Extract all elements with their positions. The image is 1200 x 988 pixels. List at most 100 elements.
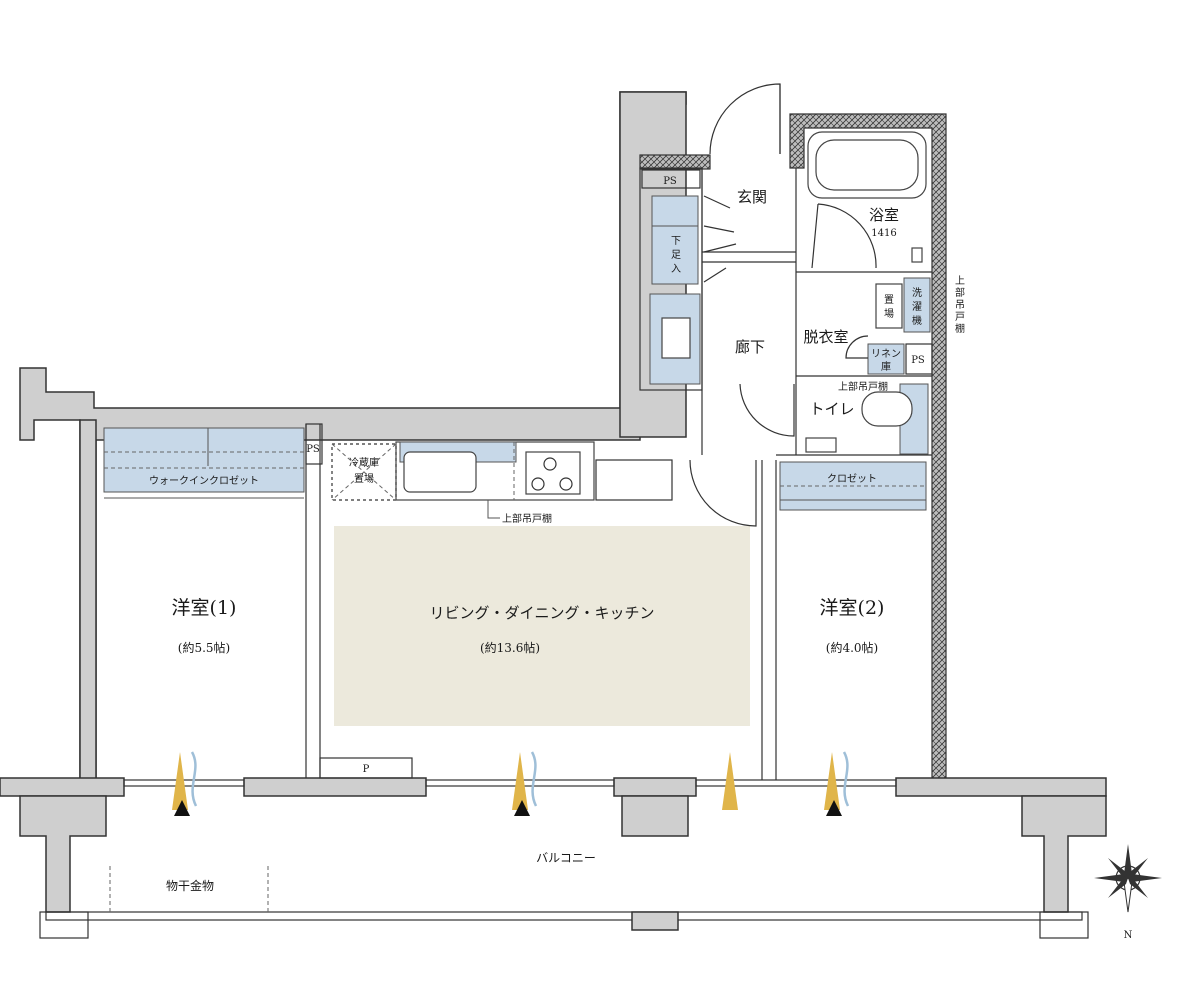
shoe-box-top bbox=[651, 195, 699, 227]
upper-cabinet-v4: 戸 bbox=[955, 311, 965, 323]
upper-cabinet-v3: 吊 bbox=[955, 299, 965, 311]
toilet-bowl-icon bbox=[861, 391, 913, 427]
dressing-label: 脱衣室 bbox=[803, 328, 848, 346]
washer-place bbox=[875, 283, 903, 329]
balcony-railing bbox=[45, 911, 1083, 921]
fridge-place bbox=[331, 443, 397, 501]
entrance-door bbox=[709, 83, 781, 155]
p-label: P bbox=[363, 764, 370, 775]
windows bbox=[123, 779, 897, 787]
shoe-box-label-1: 下 bbox=[671, 236, 681, 247]
room2-name: 洋室(2) bbox=[820, 597, 885, 619]
balcony-label: バルコニー bbox=[536, 851, 596, 865]
labels: リビング・ダイニング・キッチン (約13.6帖) 洋室(1) (約5.5帖) 洋… bbox=[149, 176, 1133, 941]
south-wall-3 bbox=[613, 777, 697, 797]
west-wall bbox=[79, 419, 97, 781]
room2-size: (約4.0帖) bbox=[826, 640, 878, 655]
ps-label-entrance: PS bbox=[663, 176, 677, 187]
corridor-opening bbox=[595, 459, 673, 501]
toilet-label: トイレ bbox=[809, 400, 854, 418]
walls bbox=[0, 91, 1107, 939]
ldk-name: リビング・ダイニング・キッチン bbox=[429, 604, 654, 622]
balcony-column-left bbox=[19, 795, 107, 913]
compass-icon bbox=[1094, 844, 1162, 913]
bath-faucet bbox=[911, 247, 923, 263]
entrance-wall bbox=[639, 154, 711, 170]
bathtub-inner bbox=[815, 139, 919, 191]
upper-cabinet-toilet-label: 上部吊戸棚 bbox=[838, 380, 888, 393]
ldk-floor-area bbox=[334, 526, 750, 726]
shoe-box-doors bbox=[703, 195, 737, 283]
washer-storage bbox=[903, 277, 931, 333]
upper-cabinet-v1: 上 bbox=[955, 275, 965, 287]
balcony-column-mid bbox=[621, 795, 689, 837]
south-wall-4 bbox=[895, 777, 1107, 797]
washer-place-label-2: 場 bbox=[884, 307, 894, 320]
fixtures bbox=[641, 131, 933, 453]
east-wall bbox=[789, 113, 947, 781]
dressing-door bbox=[845, 335, 869, 359]
ps-label-bath: PS bbox=[911, 355, 925, 366]
ps-box-bath bbox=[905, 343, 933, 375]
shoe-box-label-3: 入 bbox=[671, 264, 681, 275]
ps-box-entrance bbox=[641, 169, 701, 189]
linen-closet bbox=[867, 343, 905, 375]
ldk-size: (約13.6帖) bbox=[480, 640, 540, 655]
view-arrow-1 bbox=[174, 800, 190, 816]
view-arrow-4 bbox=[826, 800, 842, 816]
ps-label-ldk: PS bbox=[306, 444, 320, 455]
upper-cabinet-kitchen-label: 上部吊戸棚 bbox=[502, 512, 552, 525]
bath-door bbox=[811, 203, 877, 269]
hallway-label: 廊下 bbox=[735, 338, 765, 356]
entrance-sink bbox=[661, 317, 691, 359]
fridge-label-2: 置場 bbox=[354, 472, 374, 485]
storage-group bbox=[103, 195, 931, 511]
railing-end-right bbox=[1039, 911, 1089, 939]
sunlight-marker-3 bbox=[722, 752, 738, 810]
pipe-space-p bbox=[319, 757, 413, 779]
room2-door bbox=[689, 459, 757, 527]
wind-marker-4 bbox=[842, 751, 850, 807]
walk-in-closet bbox=[103, 427, 305, 493]
fridge-label-1: 冷蔵庫 bbox=[349, 456, 379, 469]
sunlight-marker-1 bbox=[172, 752, 188, 810]
shoe-box-label-2: 足 bbox=[671, 249, 681, 261]
window-room2 bbox=[695, 779, 897, 787]
toilet-sink bbox=[805, 437, 837, 453]
upper-cabinet-v5: 棚 bbox=[955, 322, 965, 335]
bathroom-code: 1416 bbox=[871, 228, 896, 239]
railing-end-left bbox=[39, 911, 89, 939]
drying-hardware-label: 物干金物 bbox=[166, 878, 214, 893]
entrance-label: 玄関 bbox=[737, 188, 767, 206]
fridge-cross-2 bbox=[331, 443, 397, 501]
room1-name: 洋室(1) bbox=[172, 597, 237, 619]
room1-size: (約5.5帖) bbox=[178, 640, 230, 655]
wic-label: ウォークインクロゼット bbox=[149, 475, 259, 487]
washer-label-2: 濯 bbox=[912, 301, 922, 313]
washer-label-3: 機 bbox=[912, 314, 922, 327]
wind-marker-2 bbox=[530, 751, 538, 807]
linen-label-2: 庫 bbox=[881, 360, 891, 373]
washer-label-1: 洗 bbox=[912, 287, 922, 299]
kitchen bbox=[305, 423, 595, 519]
wind-marker-1 bbox=[190, 751, 198, 807]
sun-wind-markers bbox=[172, 751, 850, 816]
sunlight-marker-2 bbox=[512, 752, 528, 810]
linen-label-1: リネン bbox=[871, 348, 901, 360]
compass-north-label: N bbox=[1124, 930, 1133, 941]
sunlight-marker-4 bbox=[824, 752, 840, 810]
shoe-box bbox=[651, 225, 699, 285]
kitchen-sink-icon bbox=[403, 451, 477, 493]
washer-place-label-1: 置 bbox=[884, 294, 894, 306]
doors bbox=[595, 83, 877, 527]
ps-box-ldk bbox=[305, 423, 323, 465]
balcony-column-right bbox=[1021, 795, 1107, 913]
upper-cabinet-v2: 部 bbox=[955, 286, 965, 299]
toilet-door bbox=[739, 383, 795, 437]
railing-post bbox=[631, 911, 679, 931]
view-arrow-2 bbox=[514, 800, 530, 816]
bathroom-label: 浴室 bbox=[869, 206, 899, 224]
upper-cabinet-leader bbox=[487, 500, 500, 519]
closet-label: クロゼット bbox=[827, 473, 877, 485]
